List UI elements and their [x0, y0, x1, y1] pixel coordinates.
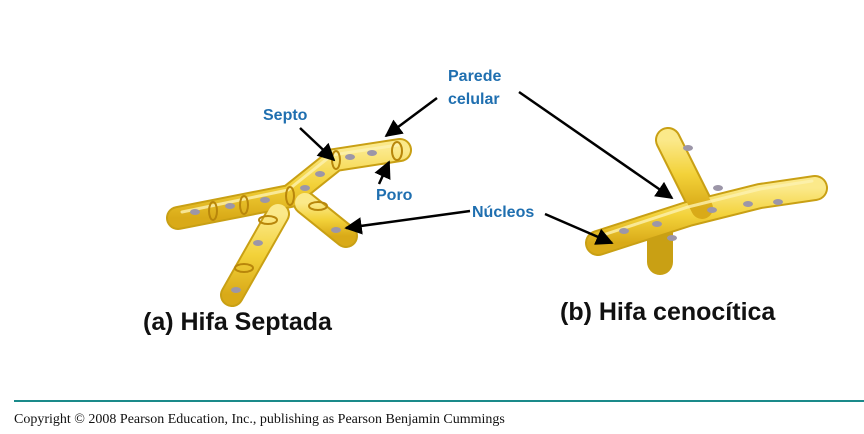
parede-arrow-a [384, 96, 438, 138]
caption-septate: (a) Hifa Septada [143, 308, 332, 336]
poro-arrow [374, 160, 391, 185]
nuclei-septate [190, 150, 377, 293]
parede-label-line1: Parede [448, 68, 502, 85]
coenocytic-hypha [585, 127, 828, 275]
nucleos-label: Núcleos [472, 204, 535, 221]
septa [208, 141, 403, 273]
nucleos-arrow-a [344, 209, 471, 235]
parede-label-line2: celular [448, 91, 500, 108]
footer-divider [14, 400, 864, 402]
caption-coenocytic: (b) Hifa cenocítica [560, 298, 776, 326]
leader-lines [299, 90, 674, 245]
poro-label: Poro [376, 187, 413, 204]
septo-arrow [299, 127, 336, 162]
nucleos-arrow-b [544, 212, 614, 245]
septate-hypha [166, 138, 412, 307]
parede-arrow-b [518, 90, 674, 200]
septo-label: Septo [263, 107, 308, 124]
copyright-text: Copyright © 2008 Pearson Education, Inc.… [14, 412, 505, 427]
